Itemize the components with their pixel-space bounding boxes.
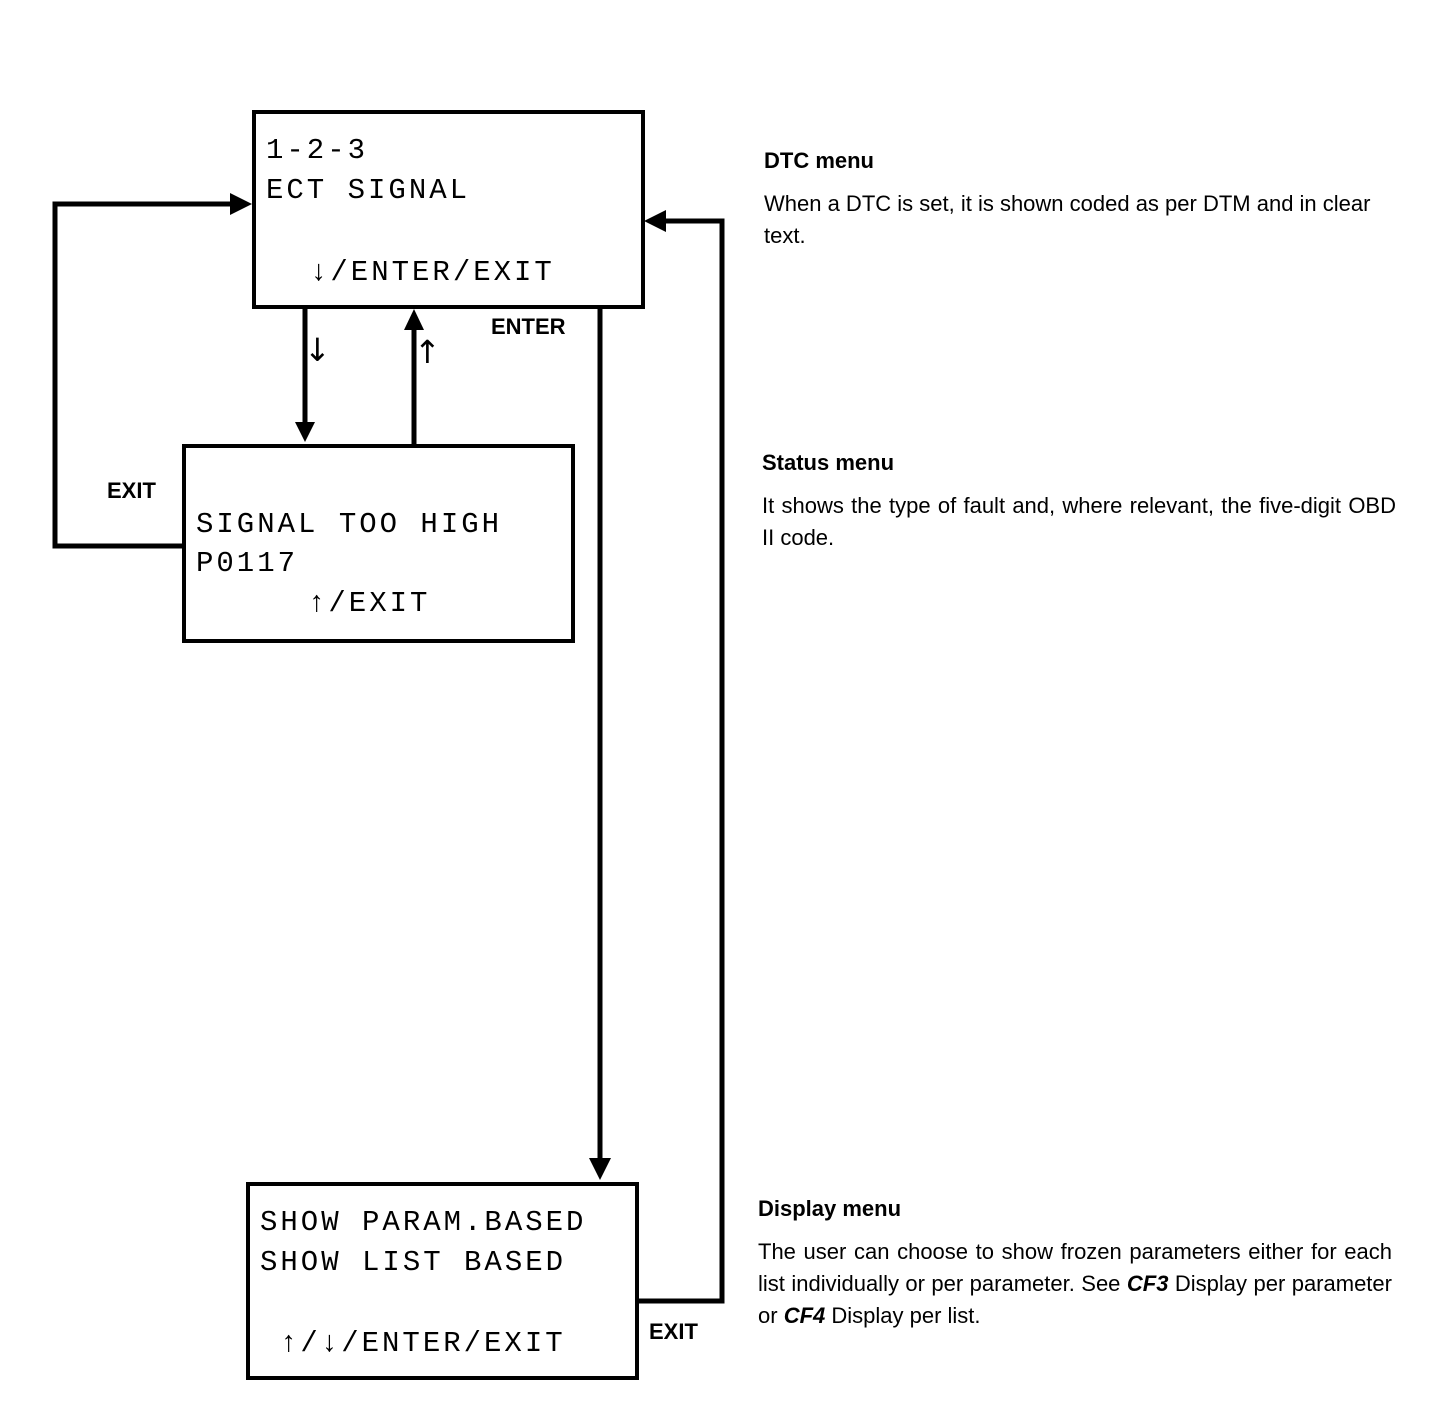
dtc-screen-keys: ↓/ENTER/EXIT (310, 256, 555, 289)
enter-connector-arrowhead (589, 1158, 611, 1180)
display-screen-line1: SHOW PARAM.BASED (260, 1206, 587, 1239)
down-connector-arrowhead (295, 422, 315, 442)
display-exit-arrowhead (644, 210, 666, 232)
status-exit-label: EXIT (107, 478, 156, 503)
exit-loop-line (52, 201, 232, 549)
status-heading: Status menu (762, 450, 895, 475)
dtc-text: When a DTC is set, it is shown coded as … (764, 191, 1371, 248)
status-screen-line1: SIGNAL TOO HIGH (196, 508, 503, 541)
display-text-part1: The user can choose to show frozen param… (758, 1239, 1392, 1296)
up-arrow-glyph: ↑ (414, 333, 441, 371)
down-arrow-glyph: ↓ (304, 331, 331, 369)
dtc-screen-line2: ECT SIGNAL (266, 174, 471, 207)
dtc-screen: 1-2-3 ECT SIGNAL ↓/ENTER/EXIT (252, 110, 645, 309)
status-text: It shows the type of fault and, where re… (762, 493, 1396, 550)
display-screen: SHOW PARAM.BASED SHOW LIST BASED ↑/↓/ENT… (246, 1182, 639, 1380)
display-text: The user can choose to show frozen param… (758, 1236, 1392, 1332)
status-description: Status menu It shows the type of fault a… (762, 450, 1396, 554)
dtc-screen-line1: 1-2-3 (266, 134, 369, 167)
display-ref-cf4: CF4 (783, 1303, 826, 1328)
display-exit-label: EXIT (649, 1319, 698, 1344)
display-exit-line (637, 218, 725, 1304)
status-screen: SIGNAL TOO HIGH P0117 ↑/EXIT (182, 444, 575, 643)
display-ref-cf3: CF3 (1126, 1271, 1169, 1296)
display-text-part3: Display per list. (825, 1303, 981, 1328)
display-screen-line2: SHOW LIST BASED (260, 1246, 567, 1279)
display-description: Display menu The user can choose to show… (758, 1196, 1392, 1332)
exit-loop-arrowhead (230, 193, 252, 215)
display-heading: Display menu (758, 1196, 902, 1221)
dtc-description: DTC menu When a DTC is set, it is shown … (764, 148, 1398, 252)
up-connector-arrowhead (404, 309, 424, 330)
dtc-heading: DTC menu (764, 148, 874, 173)
status-screen-keys: ↑/EXIT (308, 587, 431, 620)
display-text-part2: Display per parameter or (758, 1271, 1392, 1328)
display-screen-keys: ↑/↓/ENTER/EXIT (280, 1327, 566, 1360)
enter-label: ENTER (491, 314, 566, 339)
status-screen-line2: P0117 (196, 547, 299, 580)
